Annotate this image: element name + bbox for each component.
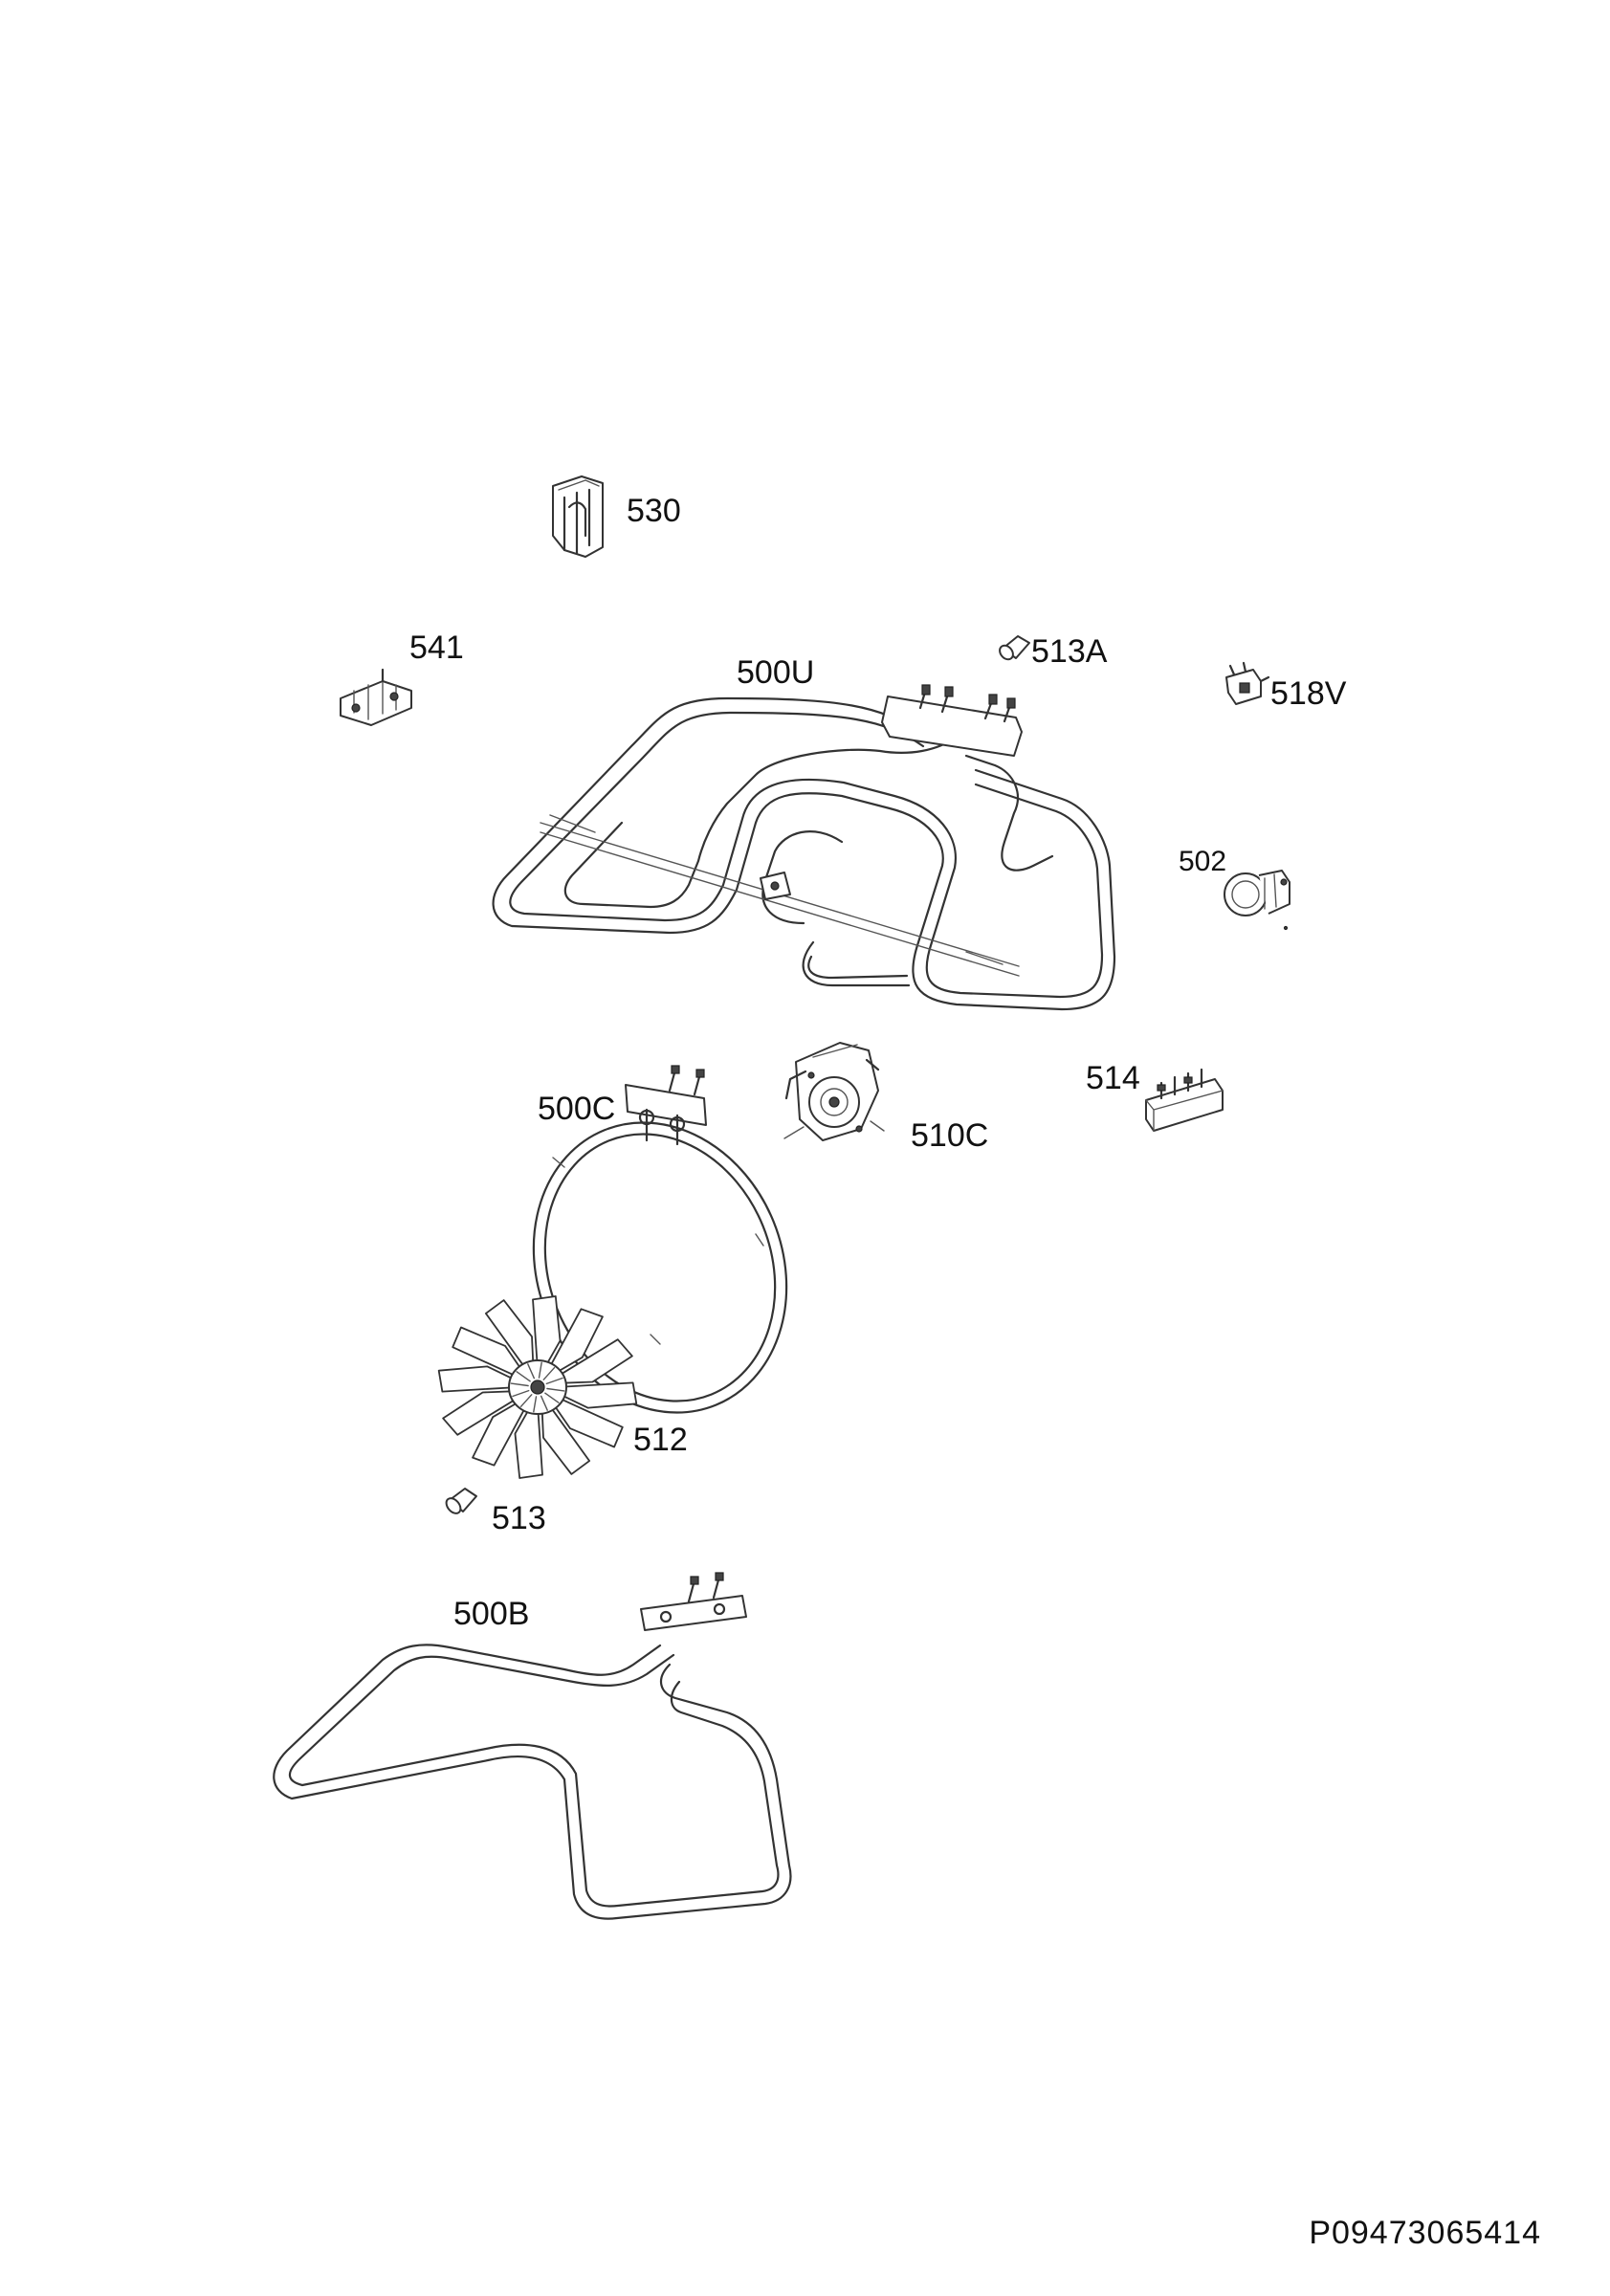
- label-530: 530: [627, 493, 681, 529]
- label-512: 512: [633, 1422, 688, 1458]
- fan-hub-center: [530, 1380, 545, 1395]
- fan-hub-rib: [512, 1389, 530, 1398]
- fan-hub-rib: [519, 1394, 533, 1408]
- label-514: 514: [1086, 1060, 1140, 1096]
- fan-hub-rib: [540, 1395, 548, 1411]
- part-530-clip: [552, 475, 604, 558]
- part-512-fan-blade: [437, 1295, 638, 1479]
- label-510c: 510C: [911, 1117, 989, 1154]
- fan-hub-rib: [538, 1361, 542, 1379]
- fan-hub-rib: [545, 1377, 563, 1385]
- fan-hub-rib: [516, 1371, 531, 1382]
- part-541-terminal-block: [340, 668, 412, 726]
- fan-hub-rib: [544, 1392, 560, 1403]
- label-541: 541: [409, 629, 464, 666]
- label-500b: 500B: [453, 1596, 530, 1632]
- label-518v: 518V: [1270, 675, 1347, 712]
- document-code: P09473065414: [1309, 2215, 1541, 2251]
- part-502-oven-lamp: [1224, 870, 1290, 931]
- part-500b-bottom-element: [273, 1572, 792, 1920]
- fan-hub-rib: [527, 1363, 536, 1380]
- part-513-sleeve: [445, 1488, 477, 1514]
- part-510c-fan-motor: [783, 1042, 885, 1141]
- label-513a: 513A: [1031, 633, 1108, 670]
- label-500c: 500C: [538, 1091, 616, 1127]
- fan-hub-rib: [510, 1382, 529, 1387]
- label-513: 513: [492, 1500, 546, 1536]
- part-500u-grill-element: [492, 684, 1116, 1011]
- label-502: 502: [1179, 846, 1227, 877]
- fan-hub-rib: [542, 1366, 556, 1380]
- fan-hub-rib: [533, 1396, 538, 1413]
- part-513a-sleeve: [999, 635, 1030, 661]
- fan-hub-rib: [546, 1387, 565, 1392]
- label-500u: 500U: [737, 654, 815, 691]
- part-514-terminal-strip: [1145, 1068, 1224, 1132]
- part-518v-switch: [1225, 661, 1270, 705]
